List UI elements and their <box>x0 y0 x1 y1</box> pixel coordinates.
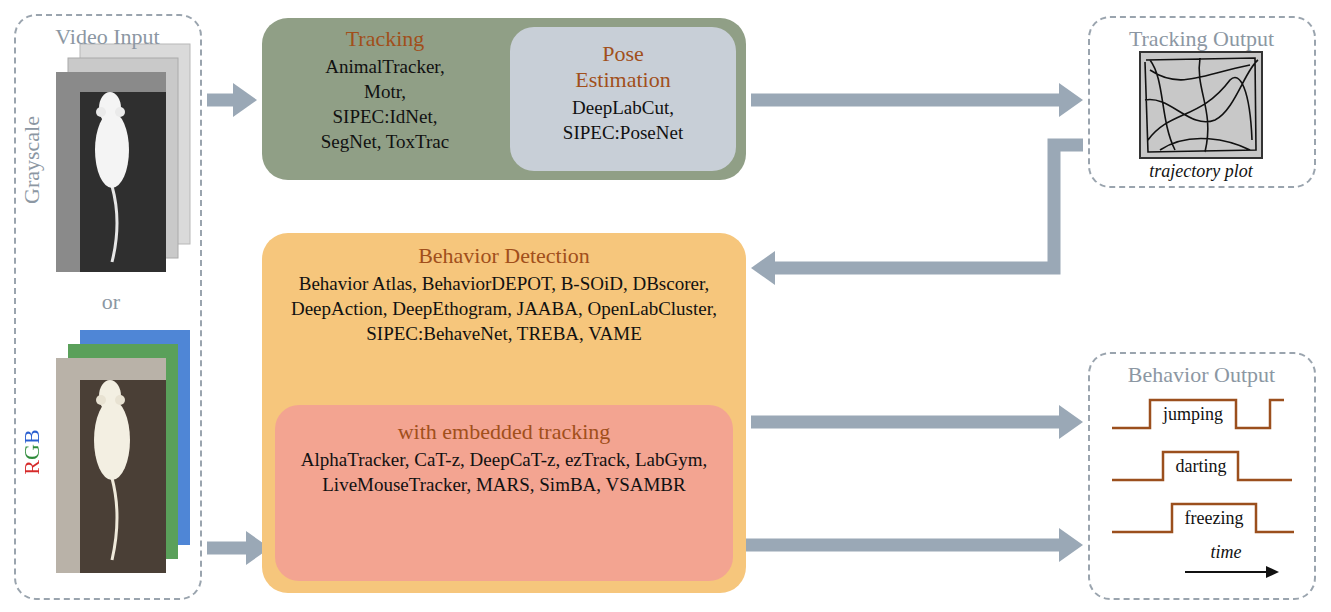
trajectory-line <box>1145 58 1258 152</box>
trajectory-plot <box>1140 52 1262 158</box>
flow-arrow <box>771 145 1083 268</box>
tool-list: Behavior Atlas, BehaviorDEPOT, B-SOiD, D… <box>272 271 736 346</box>
box-heading: Behavior Output <box>1090 362 1313 388</box>
tool-list: DeepLabCut, SIPEC:PoseNet <box>558 95 688 145</box>
mouse-ear <box>115 107 125 117</box>
text-block: Pose EstimationDeepLabCut, SIPEC:PoseNet <box>558 41 688 145</box>
arena-square <box>1140 52 1262 158</box>
flow-arrow <box>207 94 237 107</box>
text-block: TrackingAnimalTracker, Motr, SIPEC:IdNet… <box>310 26 460 154</box>
flow-arrow <box>751 416 1063 429</box>
output-panel: Behavior Output <box>1088 352 1316 600</box>
behavior-box: Behavior DetectionBehavior Atlas, Behavi… <box>262 233 746 593</box>
text-block: Behavior Output <box>1090 362 1313 388</box>
channel-label: RGB <box>19 429 45 474</box>
axis-label: time <box>1211 542 1242 563</box>
flow-arrow <box>751 94 1063 107</box>
behavior-signals <box>1112 400 1294 532</box>
time-axis <box>1185 571 1268 573</box>
tracking-box: TrackingAnimalTracker, Motr, SIPEC:IdNet… <box>262 18 746 180</box>
mouse-ear <box>96 395 106 405</box>
box-heading: with embedded tracking <box>285 419 723 445</box>
text-block: Tracking Output <box>1090 26 1313 52</box>
grayscale-frames <box>56 44 190 272</box>
box-heading: Video Input <box>16 24 199 50</box>
signal-label: jumping <box>1163 404 1223 425</box>
text-block: with embedded trackingAlphaTracker, CaT-… <box>285 419 723 497</box>
video-frame <box>56 358 166 573</box>
arena-wall <box>56 358 166 573</box>
separator-word: or <box>102 289 120 315</box>
box-heading: Tracking Output <box>1090 26 1313 52</box>
signal-trace <box>1112 504 1294 532</box>
mouse-body <box>94 400 130 480</box>
mouse-ear <box>96 107 106 117</box>
text-block: Video Input <box>16 24 199 50</box>
flow-arrow <box>207 542 250 555</box>
box-heading: Pose Estimation <box>558 41 688 93</box>
signal-label: darting <box>1176 456 1227 477</box>
tool-list: AlphaTracker, CaT-z, DeepCaT-z, ezTrack,… <box>285 447 723 497</box>
rgb-frames <box>56 330 190 573</box>
box-heading: Tracking <box>310 26 460 52</box>
text-block: Behavior DetectionBehavior Atlas, Behavi… <box>272 243 736 346</box>
signal-trace <box>1112 452 1292 480</box>
mouse-tail <box>112 478 117 560</box>
signal-trace <box>1112 400 1284 428</box>
mouse-tail <box>112 186 117 262</box>
mouse-ear <box>115 395 125 405</box>
time-arrowhead <box>1266 566 1279 578</box>
channel-label: Grayscale <box>19 116 45 204</box>
arena-wall <box>56 72 166 272</box>
box-heading: Behavior Detection <box>272 243 736 269</box>
flow-arrow <box>738 539 1063 552</box>
tool-list: AnimalTracker, Motr, SIPEC:IdNet, SegNet… <box>310 54 460 154</box>
pose-box: Pose EstimationDeepLabCut, SIPEC:PoseNet <box>510 27 736 171</box>
embedded-box: with embedded trackingAlphaTracker, CaT-… <box>275 405 733 581</box>
signal-label: freezing <box>1185 508 1244 529</box>
plot-caption: trajectory plot <box>1149 161 1252 182</box>
video-frame <box>56 72 166 272</box>
